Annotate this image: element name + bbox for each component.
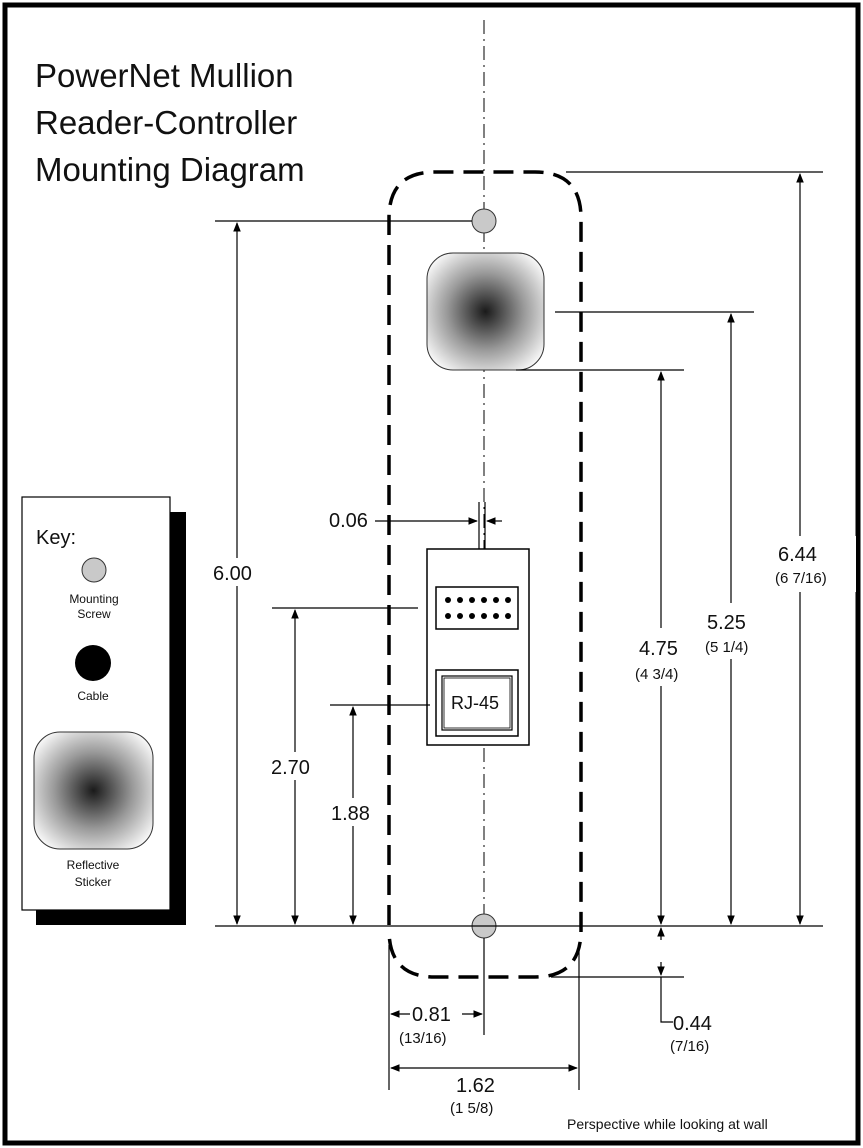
title-line-1: PowerNet Mullion: [35, 57, 294, 94]
dim-1-62-frac: (1 5/8): [450, 1100, 493, 1117]
dim-6-44-label: 6.44: [778, 544, 817, 566]
dim-5-25-label: 5.25: [707, 612, 746, 634]
key-screw-label-1: Mounting: [69, 592, 118, 606]
key-mounting-screw-icon: [82, 558, 106, 582]
dim-0-44-frac: (7/16): [670, 1038, 709, 1055]
title-line-3: Mounting Diagram: [35, 151, 305, 188]
dim-0-81-frac: (13/16): [399, 1030, 447, 1047]
dim-1-88-label: 1.88: [331, 803, 370, 825]
key-sticker-label-2: Sticker: [75, 875, 112, 889]
dim-0-44-label: 0.44: [673, 1013, 712, 1035]
key-heading: Key:: [36, 527, 76, 549]
reflective-sticker: [427, 253, 544, 370]
rj45-label: RJ-45: [451, 693, 499, 713]
key-cable-label: Cable: [77, 689, 109, 703]
dim-6-44-frac: (6 7/16): [775, 570, 827, 587]
footer-note: Perspective while looking at wall: [567, 1116, 768, 1132]
key-cable-icon: [75, 645, 111, 681]
title-line-2: Reader-Controller: [35, 104, 297, 141]
key-sticker-label-1: Reflective: [67, 858, 120, 872]
dim-4-75-frac: (4 3/4): [635, 666, 678, 683]
dim-1-62-label: 1.62: [456, 1075, 495, 1097]
top-mounting-screw: [472, 209, 496, 233]
dim-6-00-label: 6.00: [213, 563, 252, 585]
pin-header: [436, 587, 518, 629]
key-screw-label-2: Screw: [77, 607, 111, 621]
dim-0-06-label: 0.06: [329, 510, 368, 532]
dim-5-25-frac: (5 1/4): [705, 639, 748, 656]
key-sticker-icon: [34, 732, 153, 849]
dim-4-75-label: 4.75: [639, 638, 678, 660]
dim-0-81-label: 0.81: [412, 1004, 451, 1026]
dim-2-70-label: 2.70: [271, 757, 310, 779]
